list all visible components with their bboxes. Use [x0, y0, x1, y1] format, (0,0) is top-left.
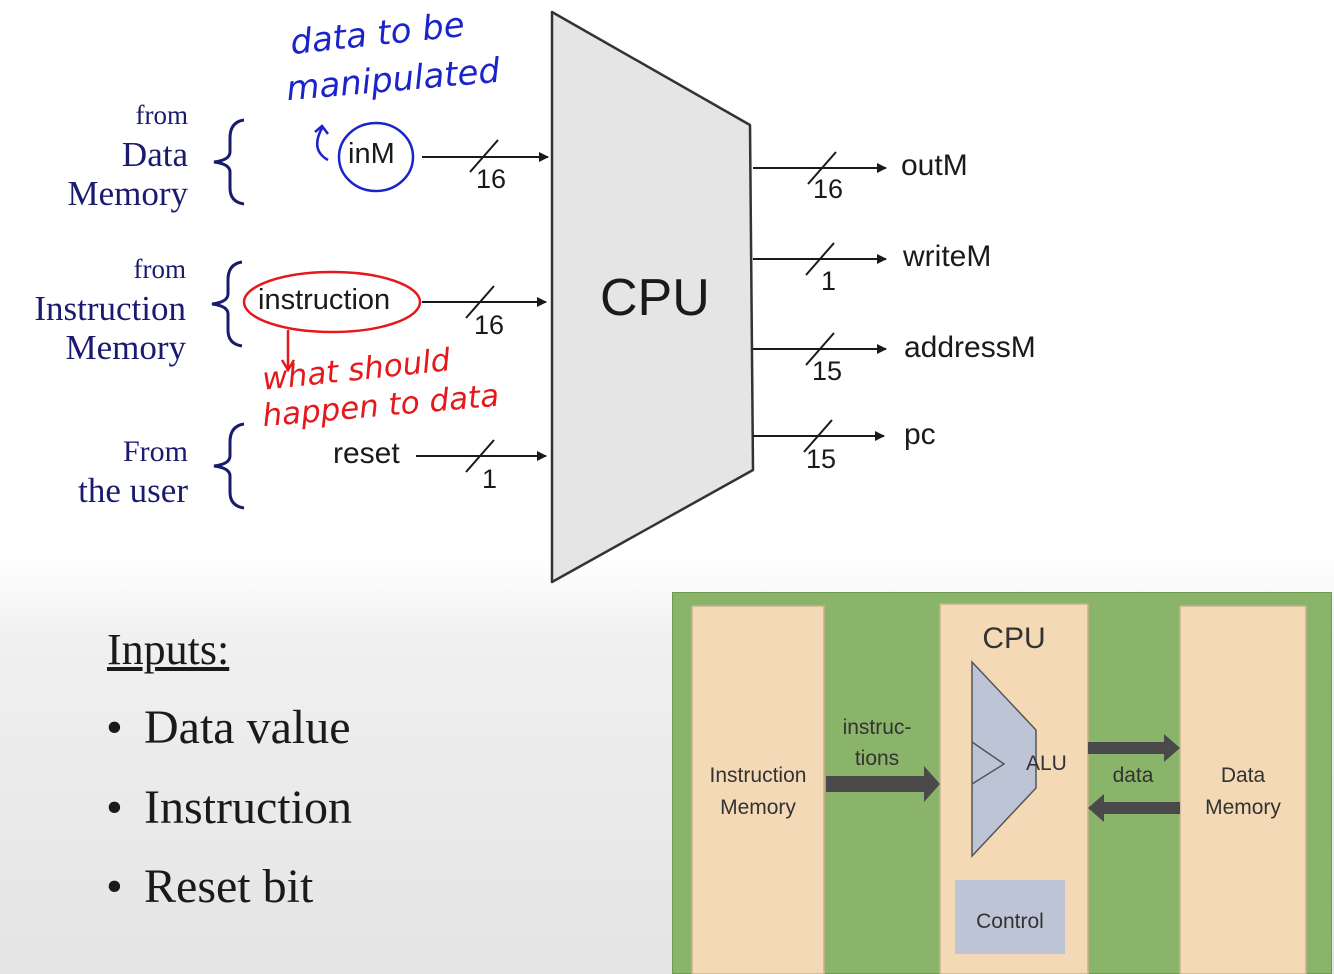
signal-reset: reset	[333, 437, 400, 470]
instruction-slash	[465, 285, 495, 319]
cpu-label: CPU	[600, 269, 710, 327]
signal-addressM: addressM	[904, 331, 1036, 364]
inM-slash	[469, 139, 499, 173]
width-pc: 15	[806, 444, 837, 474]
list-item-label: Instruction	[144, 781, 352, 834]
mini-label-line: tions	[854, 747, 900, 770]
width-instruction: 16	[474, 310, 505, 340]
mini-label-data: data	[1112, 764, 1154, 787]
mini-label-data-memory: Data Memory	[1180, 760, 1306, 824]
signal-inM: inM	[348, 138, 395, 170]
mini-data-arrow-left	[1088, 794, 1180, 822]
width-outM: 16	[813, 174, 844, 204]
width-writeM: 1	[821, 266, 837, 296]
signal-instruction: instruction	[258, 284, 391, 316]
label-from-data-memory: from Data Memory	[40, 96, 188, 213]
label-from-cap: From	[122, 435, 188, 468]
signal-outM: outM	[901, 149, 968, 182]
blue-circle-inM	[337, 121, 415, 193]
mini-label-control: Control	[976, 910, 1044, 933]
mini-data-arrow-right	[1088, 734, 1180, 762]
mini-label-line: instruc-	[842, 716, 912, 739]
label-the-user: the user	[78, 471, 188, 510]
mini-instruction-memory-box	[691, 605, 825, 974]
mini-label-line: Instruction	[709, 764, 807, 787]
label-memory: Memory	[65, 328, 186, 367]
pc-slash	[803, 419, 833, 453]
signal-writeM: writeM	[903, 240, 992, 273]
red-down-arrow	[280, 330, 296, 373]
cpu-diagram-graphics	[211, 10, 887, 584]
outM-slash	[807, 151, 837, 185]
label-instruction: Instruction	[34, 289, 186, 328]
label-memory: Memory	[67, 174, 188, 213]
mini-label-cpu: CPU	[982, 622, 1046, 655]
inputs-title: Inputs:	[107, 625, 230, 674]
mini-label-line: Memory	[720, 796, 796, 819]
mini-data-memory-box	[1179, 605, 1307, 974]
mini-label-instructions: instruc- tions	[828, 712, 926, 774]
brace-user	[213, 422, 245, 510]
mini-label-line: Data	[1220, 764, 1266, 787]
label-from-instruction-memory: from Instruction Memory	[0, 250, 186, 367]
list-item-label: Data value	[144, 701, 351, 754]
mini-control-box	[955, 880, 1065, 954]
mini-alu-shape	[971, 660, 1037, 858]
mini-computer-diagram	[672, 592, 1332, 974]
mini-instructions-arrow	[826, 766, 940, 802]
red-circle-instruction	[242, 270, 422, 334]
list-item: •Reset bit	[106, 860, 314, 913]
list-item: •Instruction	[106, 781, 352, 834]
label-data: Data	[121, 135, 188, 174]
cpu-block	[550, 10, 755, 584]
label-from: from	[135, 100, 188, 130]
brace-data-memory	[213, 118, 245, 206]
label-from-user: From the user	[40, 432, 188, 510]
width-inM: 16	[476, 164, 507, 194]
brace-instruction-memory	[211, 260, 243, 348]
width-reset: 1	[482, 464, 498, 494]
list-item-label: Reset bit	[144, 860, 314, 913]
signal-pc: pc	[904, 418, 936, 451]
mini-label-instruction-memory: Instruction Memory	[692, 760, 824, 824]
label-from: from	[133, 254, 186, 284]
list-item: •Data value	[106, 701, 351, 754]
blue-hook-arrow	[314, 124, 329, 162]
reset-slash	[465, 439, 495, 473]
mini-label-alu: ALU	[1026, 752, 1067, 775]
mini-label-line: Memory	[1205, 796, 1281, 819]
addressM-slash	[805, 332, 835, 366]
width-addressM: 15	[812, 356, 843, 386]
writeM-slash	[805, 242, 835, 276]
